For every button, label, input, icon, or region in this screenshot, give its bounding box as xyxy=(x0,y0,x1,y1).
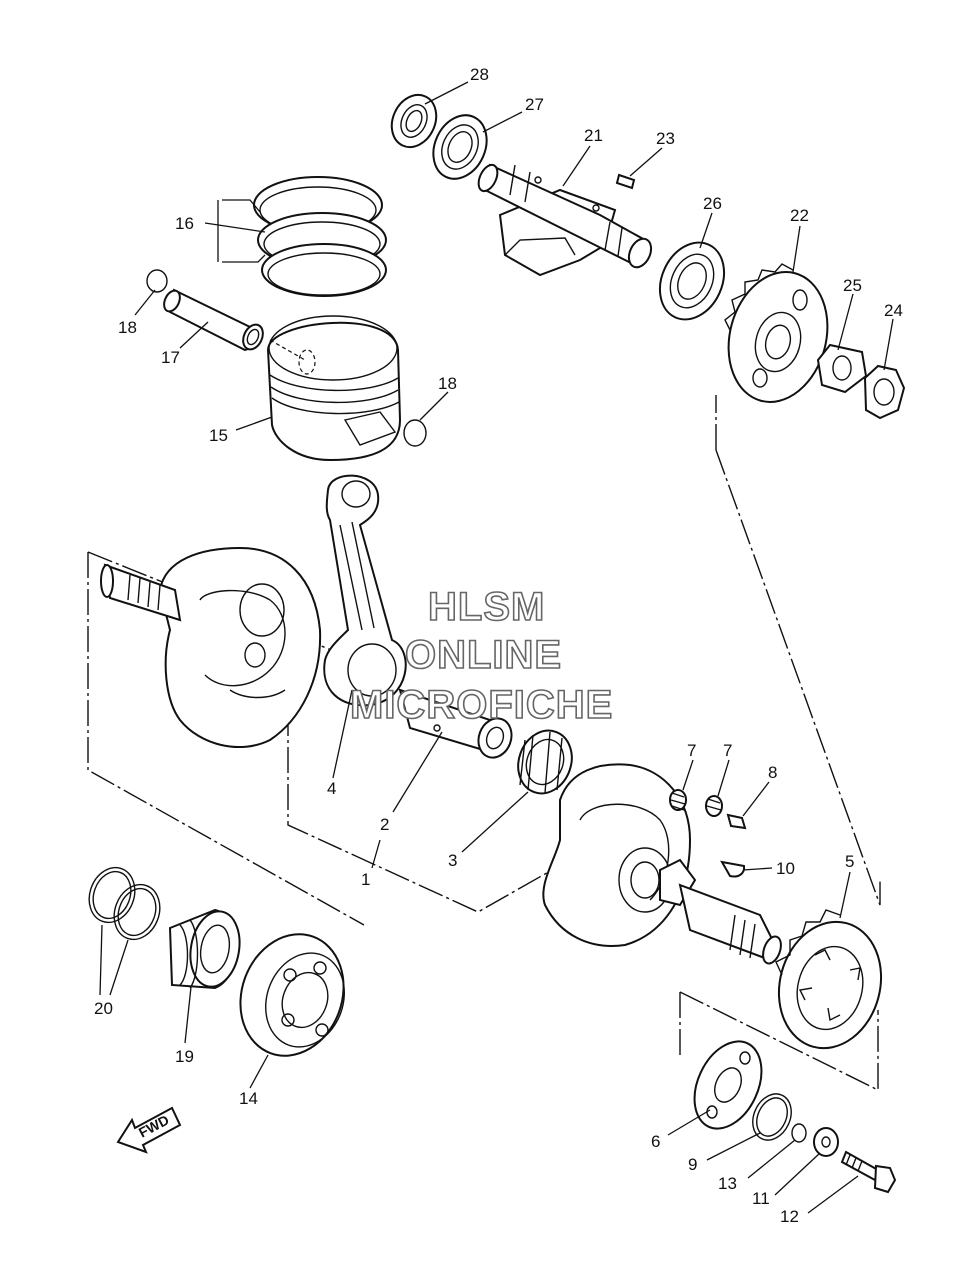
callout-28[interactable]: 28 xyxy=(470,65,489,84)
callout-7-right[interactable]: 7 xyxy=(723,741,732,760)
callout-15[interactable]: 15 xyxy=(209,426,228,445)
crank-web-right xyxy=(542,763,782,965)
spring-7b xyxy=(705,795,723,817)
oil-seal-28 xyxy=(390,93,438,149)
circlips-20 xyxy=(88,866,161,941)
callout-27[interactable]: 27 xyxy=(525,95,544,114)
woodruff-key-23 xyxy=(615,173,636,190)
crank-web-left xyxy=(100,546,322,748)
callout-3[interactable]: 3 xyxy=(448,851,457,870)
callout-9[interactable]: 9 xyxy=(688,1155,697,1174)
watermark-line-3: MICROFICHE xyxy=(350,683,613,727)
callout-5[interactable]: 5 xyxy=(845,852,854,871)
leader-lines xyxy=(99,81,894,1214)
circlip-18-lower xyxy=(403,419,427,447)
callout-4[interactable]: 4 xyxy=(327,779,336,798)
callout-25[interactable]: 25 xyxy=(843,276,862,295)
callout-18-lower[interactable]: 18 xyxy=(438,374,457,393)
callout-16[interactable]: 16 xyxy=(175,214,194,233)
callout-17[interactable]: 17 xyxy=(161,348,180,367)
callout-21[interactable]: 21 xyxy=(584,126,603,145)
callout-13[interactable]: 13 xyxy=(718,1174,737,1193)
balancer-shaft-21 xyxy=(477,163,653,277)
fwd-arrow-icon: FWD xyxy=(116,1106,182,1154)
key-10 xyxy=(720,860,746,878)
callout-2[interactable]: 2 xyxy=(380,815,389,834)
callout-6[interactable]: 6 xyxy=(651,1132,660,1151)
watermark-line-2: ONLINE xyxy=(405,633,562,677)
circlip-18-upper xyxy=(146,269,168,293)
piston-ring-set-16 xyxy=(253,176,387,297)
callout-22[interactable]: 22 xyxy=(790,206,809,225)
o-ring-13 xyxy=(791,1123,807,1143)
callout-20[interactable]: 20 xyxy=(94,999,113,1018)
callout-24[interactable]: 24 xyxy=(884,301,903,320)
callout-14[interactable]: 14 xyxy=(239,1089,258,1108)
bearing-14 xyxy=(239,933,346,1057)
piston-15 xyxy=(266,315,402,462)
plate-6 xyxy=(693,1040,763,1130)
lock-washer-25 xyxy=(816,343,868,394)
callout-1[interactable]: 1 xyxy=(361,870,370,889)
crank-pin-2 xyxy=(398,688,513,759)
nut-24 xyxy=(863,364,906,420)
callout-19[interactable]: 19 xyxy=(175,1047,194,1066)
callout-26[interactable]: 26 xyxy=(703,194,722,213)
spacer-19 xyxy=(168,908,241,990)
needle-bearing-3 xyxy=(517,729,573,795)
callout-7-left[interactable]: 7 xyxy=(687,741,696,760)
spring-7a xyxy=(669,789,687,811)
connecting-rod-4 xyxy=(323,474,407,707)
callout-12[interactable]: 12 xyxy=(780,1207,799,1226)
bearing-27 xyxy=(432,114,488,180)
callout-8[interactable]: 8 xyxy=(768,763,777,782)
pin-8 xyxy=(726,813,747,830)
balancer-gear-22 xyxy=(724,263,829,403)
callout-23[interactable]: 23 xyxy=(656,129,675,148)
washer-11 xyxy=(813,1127,839,1157)
callout-numbers: 28 27 21 23 26 22 25 24 16 18 17 18 15 4… xyxy=(94,65,903,1226)
circlip-9 xyxy=(752,1093,792,1141)
watermark-line-1: HLSM xyxy=(428,585,545,629)
callout-11[interactable]: 11 xyxy=(752,1189,770,1208)
primary-drive-gear-5 xyxy=(775,909,883,1050)
bearing-26 xyxy=(658,241,726,321)
bolt-12 xyxy=(840,1150,897,1194)
watermark: HLSM ONLINE MICROFICHE xyxy=(349,584,613,728)
callout-10[interactable]: 10 xyxy=(776,859,795,878)
callout-18-upper[interactable]: 18 xyxy=(118,318,137,337)
piston-pin-17 xyxy=(163,288,264,352)
